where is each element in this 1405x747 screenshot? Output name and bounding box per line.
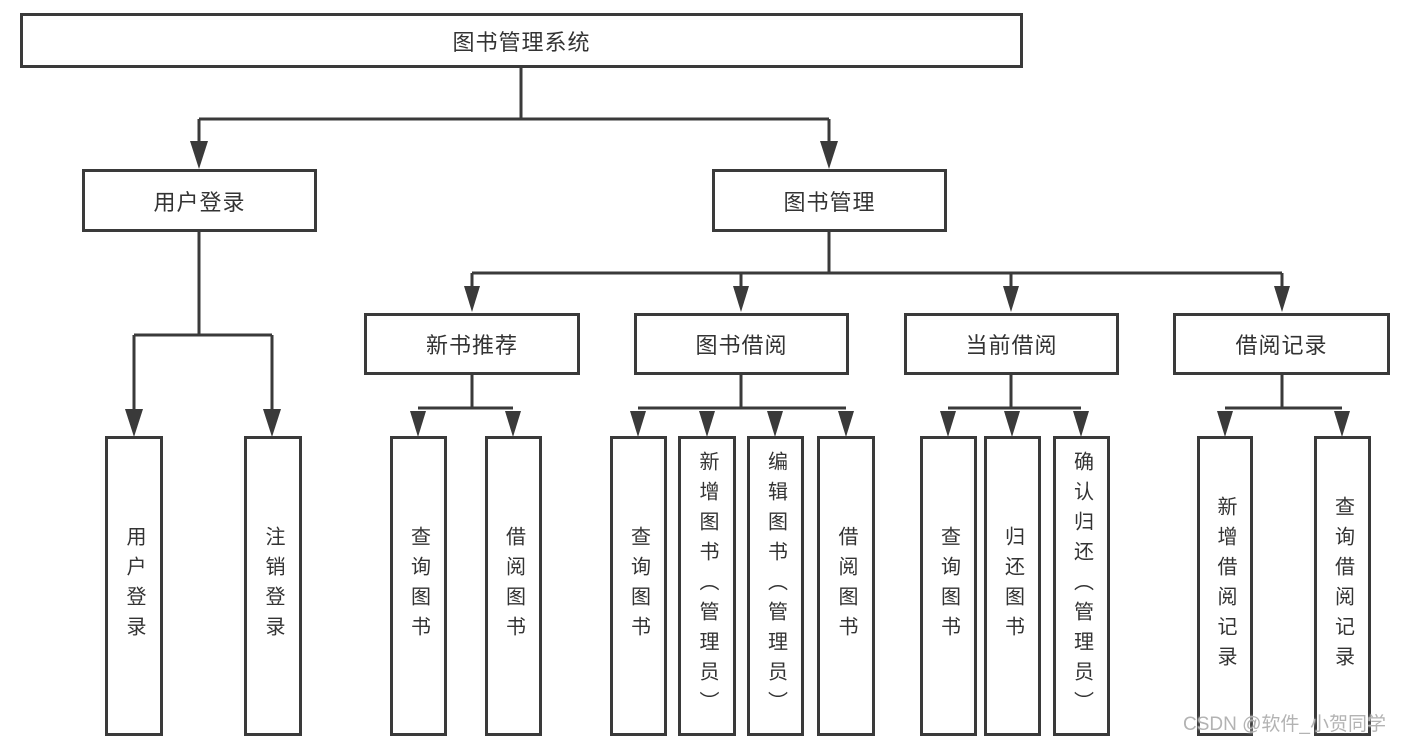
leaf-logout: 注销登录 <box>244 436 302 736</box>
csdn-watermark: CSDN @软件_小贺同学 <box>1183 714 1386 735</box>
leaf-query-books-current: 查询图书 <box>920 436 977 736</box>
node-book-borrowing: 图书借阅 <box>634 313 849 375</box>
leaf-label: 查询借阅记录 <box>1331 496 1354 676</box>
node-current-borrowing: 当前借阅 <box>904 313 1119 375</box>
leaf-add-borrow-record: 新增借阅记录 <box>1197 436 1253 736</box>
leaf-label: 借阅图书 <box>835 526 857 646</box>
leaf-label: 查询图书 <box>407 526 430 646</box>
leaf-label: 查询图书 <box>627 526 650 646</box>
node-user-login: 用户登录 <box>82 169 317 232</box>
leaf-return-books: 归还图书 <box>984 436 1041 736</box>
node-label: 图书管理 <box>783 189 876 215</box>
node-book-management: 图书管理 <box>712 169 947 232</box>
leaf-edit-books-admin: 编辑图书（管理员） <box>747 436 804 736</box>
node-label: 图书管理系统 <box>452 29 591 55</box>
node-label: 新书推荐 <box>425 333 518 358</box>
leaf-query-borrow-record: 查询借阅记录 <box>1314 436 1371 736</box>
leaf-borrow-books: 借阅图书 <box>817 436 875 736</box>
leaf-label: 查询图书 <box>937 526 960 646</box>
leaf-confirm-return-admin: 确认归还（管理员） <box>1053 436 1110 736</box>
leaf-label: 借阅图书 <box>502 526 525 646</box>
node-label: 用户登录 <box>153 189 246 215</box>
node-new-book-recommend: 新书推荐 <box>364 313 580 375</box>
node-root-system: 图书管理系统 <box>20 13 1023 68</box>
leaf-label: 新增图书（管理员） <box>696 451 718 721</box>
leaf-label: 确认归还（管理员） <box>1070 451 1093 721</box>
node-label: 借阅记录 <box>1235 333 1328 358</box>
leaf-borrow-books-recommend: 借阅图书 <box>485 436 542 736</box>
leaf-add-books-admin: 新增图书（管理员） <box>678 436 736 736</box>
node-label: 当前借阅 <box>965 333 1058 358</box>
node-label: 图书借阅 <box>695 333 788 358</box>
node-borrowing-records: 借阅记录 <box>1173 313 1390 375</box>
leaf-label: 注销登录 <box>262 526 284 646</box>
leaf-user-login: 用户登录 <box>105 436 163 736</box>
leaf-label: 新增借阅记录 <box>1214 496 1236 676</box>
leaf-label: 编辑图书（管理员） <box>764 451 787 721</box>
leaf-label: 归还图书 <box>1001 526 1024 646</box>
leaf-query-books-borrow: 查询图书 <box>610 436 667 736</box>
leaf-label: 用户登录 <box>123 526 145 646</box>
leaf-query-books-recommend: 查询图书 <box>390 436 447 736</box>
